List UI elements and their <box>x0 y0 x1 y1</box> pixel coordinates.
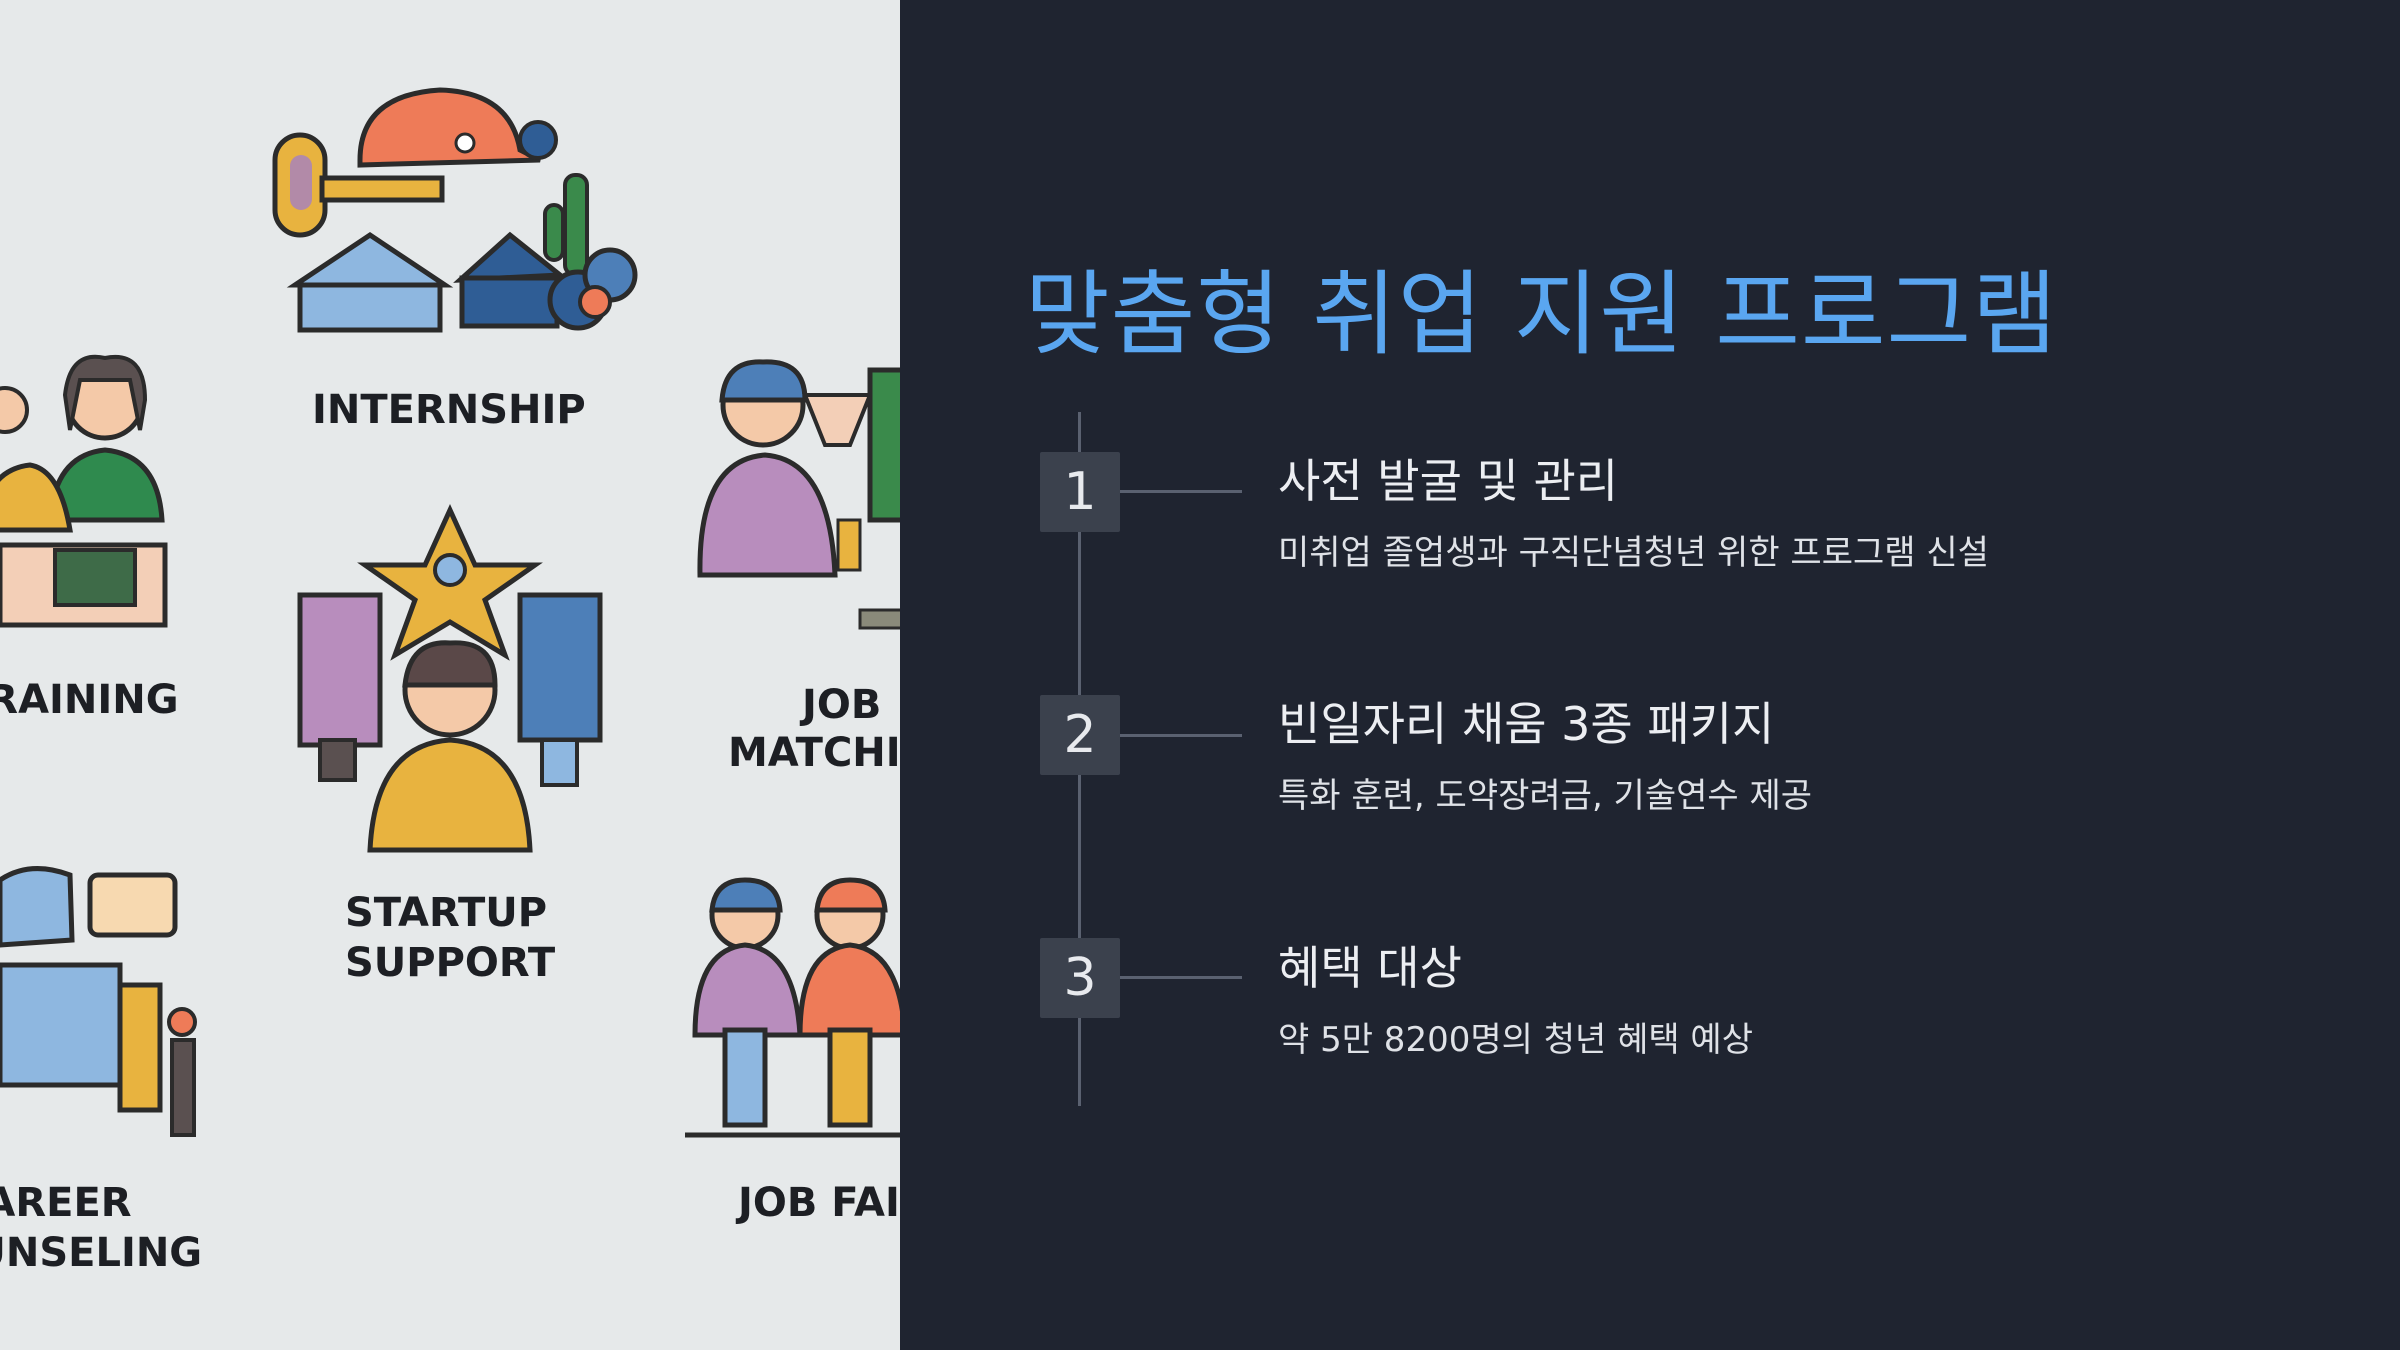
step-number-badge: 2 <box>1040 695 1120 775</box>
step-description: 특화 훈련, 도약장려금, 기술연수 제공 <box>1278 776 1813 816</box>
career-services-illustration <box>0 87 900 1138</box>
internship-icon <box>272 87 638 333</box>
step-number-badge: 1 <box>1040 452 1120 532</box>
startup-support-icon <box>297 503 603 853</box>
job-matching-icon <box>697 359 900 630</box>
career-label-2: COUNSELING <box>0 1230 203 1276</box>
job-fair-label: JOB FAIR <box>738 1180 900 1226</box>
content-panel <box>900 0 2400 1350</box>
job-matching-label-1: JOB <box>802 682 882 728</box>
internship-label: INTERNSHIP <box>312 387 586 433</box>
step-heading: 혜택 대상 <box>1278 941 1462 995</box>
training-icon <box>0 354 168 628</box>
timeline-connector <box>1120 734 1242 737</box>
training-label: TRAINING <box>0 677 179 723</box>
step-heading: 사전 발굴 및 관리 <box>1278 454 1619 508</box>
page-title: 맞춤형 취업 지원 프로그램 <box>1025 261 2058 368</box>
step-description: 약 5만 8200명의 청년 혜택 예상 <box>1278 1020 1753 1060</box>
timeline-connector <box>1120 976 1242 979</box>
illustration-panel: INTERNSHIP TRAINING JOB MATCHING STARTUP… <box>0 0 900 1350</box>
step-description: 미취업 졸업생과 구직단념청년 위한 프로그램 신설 <box>1278 533 1989 573</box>
career-counseling-icon <box>0 866 197 1137</box>
career-label-1: CAREER <box>0 1180 132 1226</box>
startup-label-2: SUPPORT <box>345 940 556 986</box>
startup-label-1: STARTUP <box>345 890 548 936</box>
job-fair-icon <box>685 877 900 1138</box>
job-matching-label-2: MATCHING <box>728 730 900 776</box>
step-heading: 빈일자리 채움 3종 패키지 <box>1278 697 1775 751</box>
step-number-badge: 3 <box>1040 938 1120 1018</box>
timeline-connector <box>1120 490 1242 493</box>
